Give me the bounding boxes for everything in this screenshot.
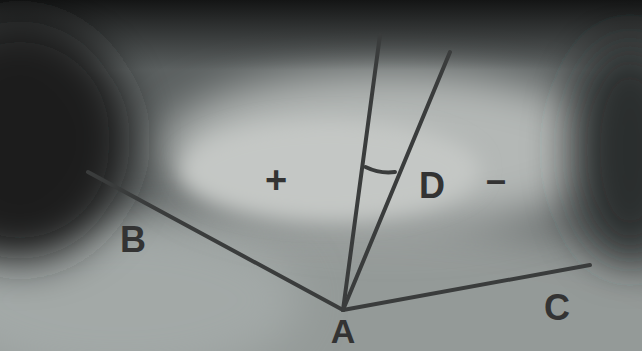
angle-label: D xyxy=(419,168,445,204)
axis-line xyxy=(343,52,450,310)
point-label: A xyxy=(331,314,356,348)
sign-label: – xyxy=(486,162,506,198)
point-label: B xyxy=(120,222,146,258)
point-label: C xyxy=(544,290,570,326)
line-ab xyxy=(88,172,343,310)
sign-label: + xyxy=(265,161,287,199)
angle-arc xyxy=(366,167,396,172)
